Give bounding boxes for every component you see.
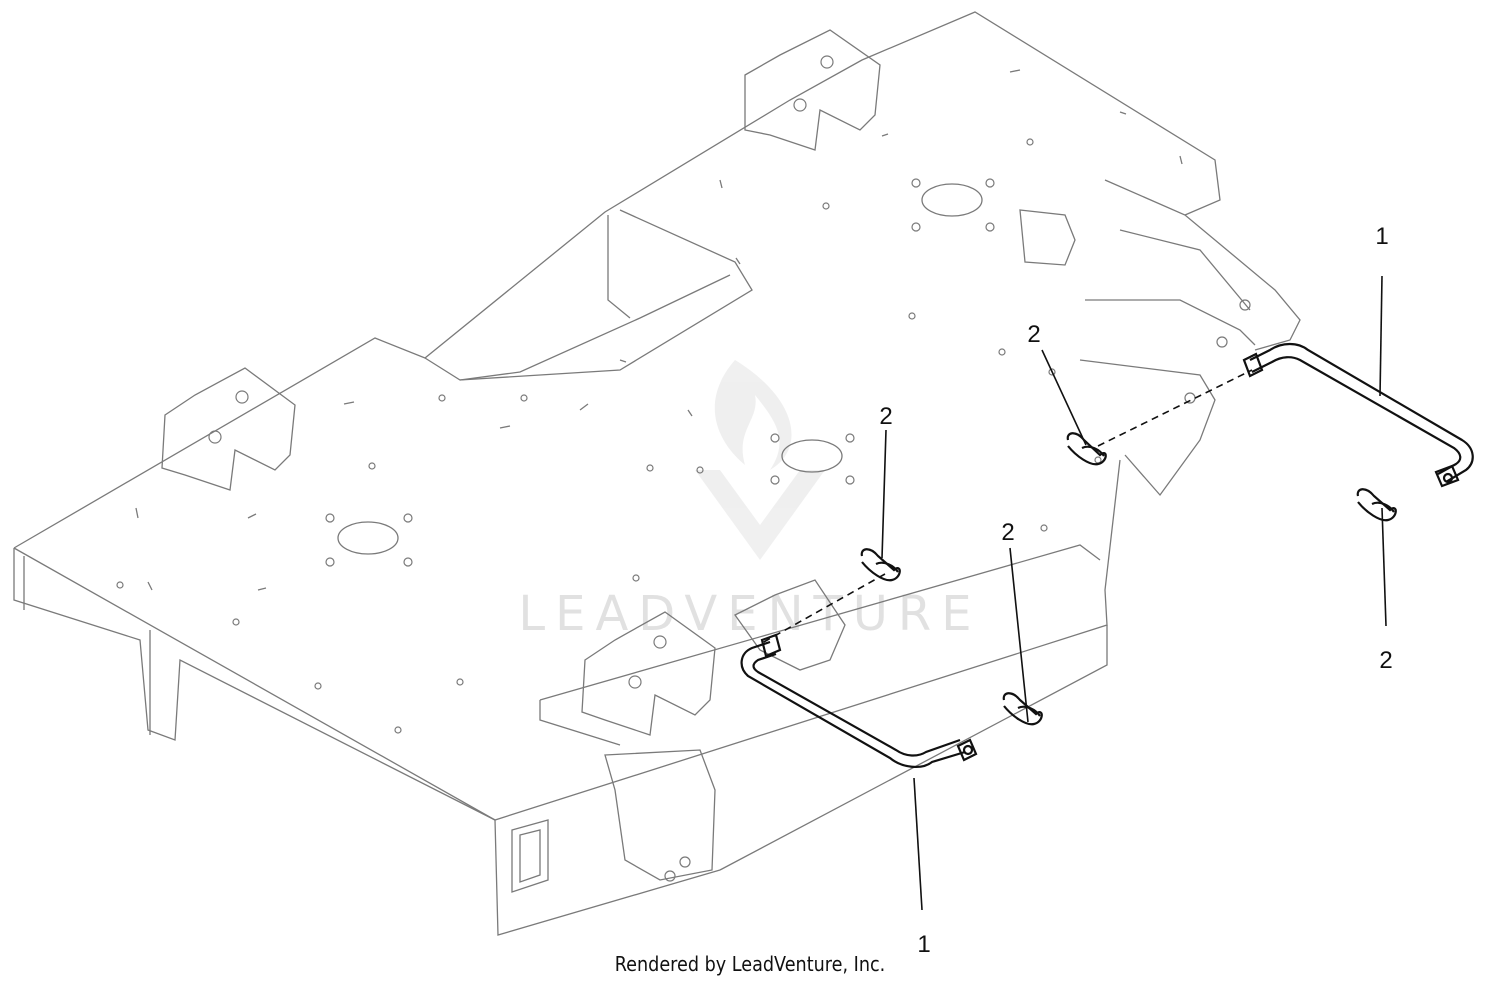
hairpin-pins xyxy=(860,432,1397,726)
watermark-text: LEADVENTURE xyxy=(518,586,981,642)
hairpin-pin-b xyxy=(860,548,901,582)
callout-c1: 1 xyxy=(1375,223,1388,250)
hairpin-pin-c xyxy=(1002,692,1043,726)
callout-c6: 1 xyxy=(917,931,930,958)
lift-rod-rear xyxy=(1242,342,1474,488)
bracket-front xyxy=(581,611,716,736)
bracket-front-plate xyxy=(734,579,846,671)
callout-c3: 2 xyxy=(879,403,892,430)
callout-c5: 2 xyxy=(1379,647,1392,674)
hairpin-pin-d xyxy=(1356,488,1397,522)
watermark-logo-icon xyxy=(695,360,825,560)
lift-rods xyxy=(740,342,1474,768)
bracket-left xyxy=(161,367,296,491)
bracket-top xyxy=(744,29,881,151)
callout-c2: 2 xyxy=(1027,321,1040,348)
footer-credit: Rendered by LeadVenture, Inc. xyxy=(614,952,886,976)
deck-frame xyxy=(13,11,1301,936)
callout-c4: 2 xyxy=(1001,519,1014,546)
slot-marks xyxy=(135,69,1183,591)
lift-rod-front xyxy=(740,633,978,768)
watermark: LEADVENTURE xyxy=(518,360,981,642)
leader-lines xyxy=(881,275,1387,911)
bolt-holes xyxy=(116,138,1102,734)
hanger-brackets xyxy=(161,29,881,736)
assembly-lines xyxy=(761,369,1253,644)
callouts: 1 2 2 2 2 1 xyxy=(879,223,1392,958)
spindle-holes xyxy=(337,183,983,555)
hairpin-pin-a xyxy=(1066,432,1107,466)
